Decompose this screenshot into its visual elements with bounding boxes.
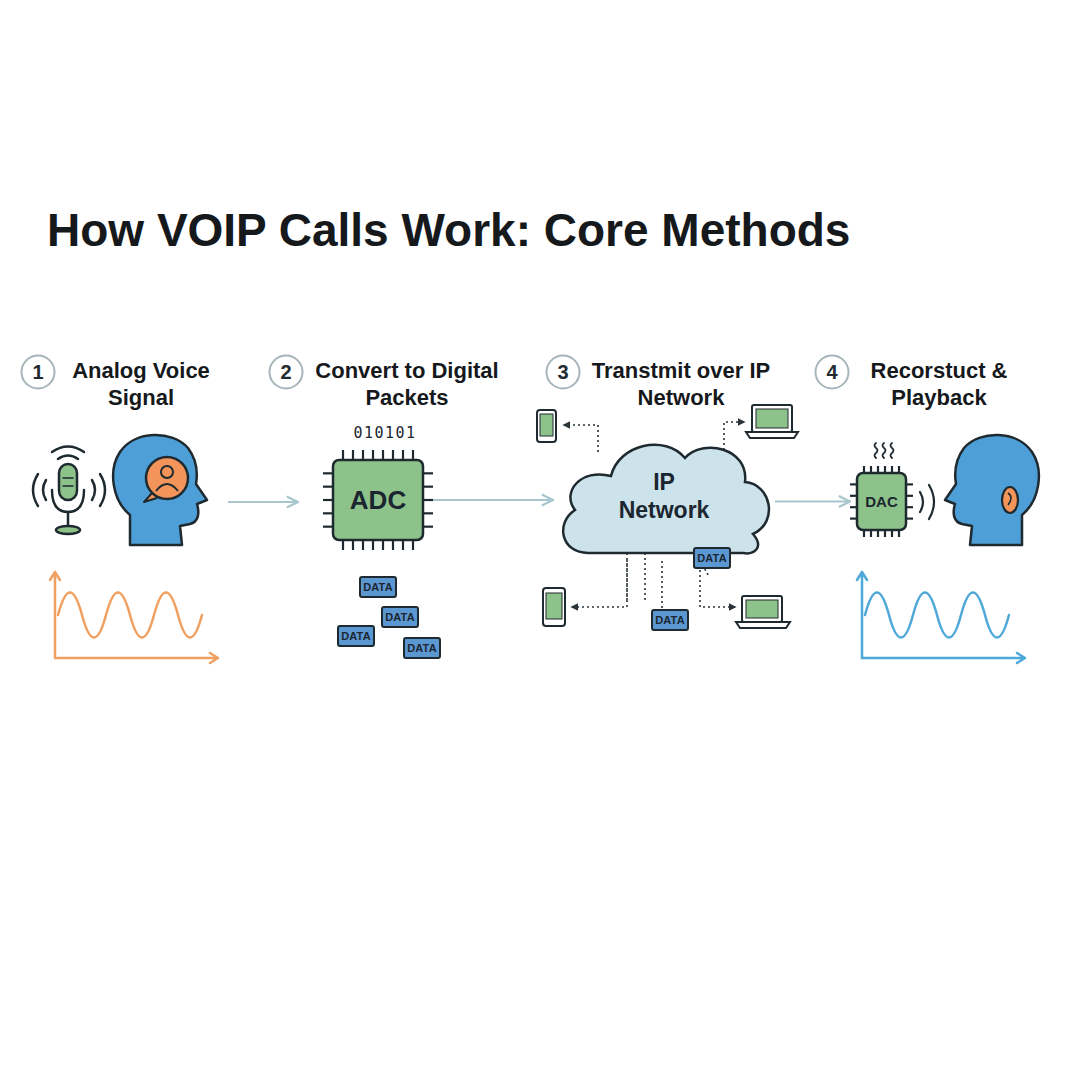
chip-pin [402, 540, 404, 550]
step-number: 2 [268, 354, 304, 390]
chip-pin [323, 472, 333, 474]
chip-pin [423, 499, 433, 501]
chip-pin [352, 450, 354, 460]
step-heading: Recorstuct & Playback [859, 357, 1019, 411]
chip-pin [423, 526, 433, 528]
cloud-label: IP Network [553, 430, 775, 556]
packet-label: DATA [361, 578, 395, 596]
chip-pin [423, 472, 433, 474]
chip-pin [372, 540, 374, 550]
step-header: 3Transtmit over IP Network [545, 352, 781, 412]
step-header: 2Convert to Digital Packets [268, 352, 507, 412]
flow-arrow [433, 499, 553, 501]
speaker-head [113, 435, 207, 545]
step-heading: Transtmit over IP Network [581, 357, 781, 411]
chip-pin [392, 540, 394, 550]
step-header: 4Recorstuct & Playback [814, 352, 1019, 412]
packet-label: DATA [653, 611, 687, 629]
chip-pin [392, 450, 394, 460]
chip-pin [323, 499, 333, 501]
step-number: 1 [20, 354, 56, 390]
chip-pin [342, 540, 344, 550]
chip-pin [402, 450, 404, 460]
binary-digits: 010101 [335, 424, 435, 442]
chip-pin [423, 486, 433, 488]
listener-head [945, 435, 1039, 545]
data-packet: DATA [359, 576, 397, 598]
network-cloud: IP Network [553, 430, 775, 556]
data-packet: DATA [651, 609, 689, 631]
chip-label: DAC [850, 466, 913, 537]
chip-pin [323, 512, 333, 514]
chip-label: ADC [323, 450, 433, 550]
flow-arrow [775, 501, 850, 503]
diagram-title: How VOIP Calls Work: Core Methods [47, 207, 850, 253]
data-packet: DATA [337, 625, 375, 647]
packet-label: DATA [339, 627, 373, 645]
converter-chip: DAC [850, 466, 913, 537]
chip-pin [323, 526, 333, 528]
packet-label: DATA [695, 549, 729, 567]
data-packet: DATA [403, 637, 441, 659]
chip-pin [323, 486, 333, 488]
data-packet: DATA [693, 547, 731, 569]
analog-wave-chart [50, 572, 218, 663]
step-heading: Analog Voice Signal [66, 357, 216, 411]
chip-pin [352, 540, 354, 550]
packet-label: DATA [383, 608, 417, 626]
chip-pin [412, 450, 414, 460]
step-header: 1 Analog Voice Signal [20, 352, 216, 412]
chip-pin [382, 540, 384, 550]
output-wave-chart [857, 572, 1025, 663]
step-number: 4 [814, 354, 850, 390]
chip-pin [342, 450, 344, 460]
chip-pin [362, 450, 364, 460]
microphone-icon [33, 447, 105, 535]
flow-arrow [228, 501, 298, 503]
data-packet: DATA [381, 606, 419, 628]
chip-pin [382, 450, 384, 460]
chip-pin [423, 512, 433, 514]
network-devices [537, 405, 798, 628]
converter-chip: ADC [323, 450, 433, 550]
chip-pin [372, 450, 374, 460]
step-heading: Convert to Digital Packets [307, 357, 507, 411]
packet-label: DATA [405, 639, 439, 657]
chip-pin [362, 540, 364, 550]
chip-pin [412, 540, 414, 550]
step-number: 3 [545, 354, 581, 390]
